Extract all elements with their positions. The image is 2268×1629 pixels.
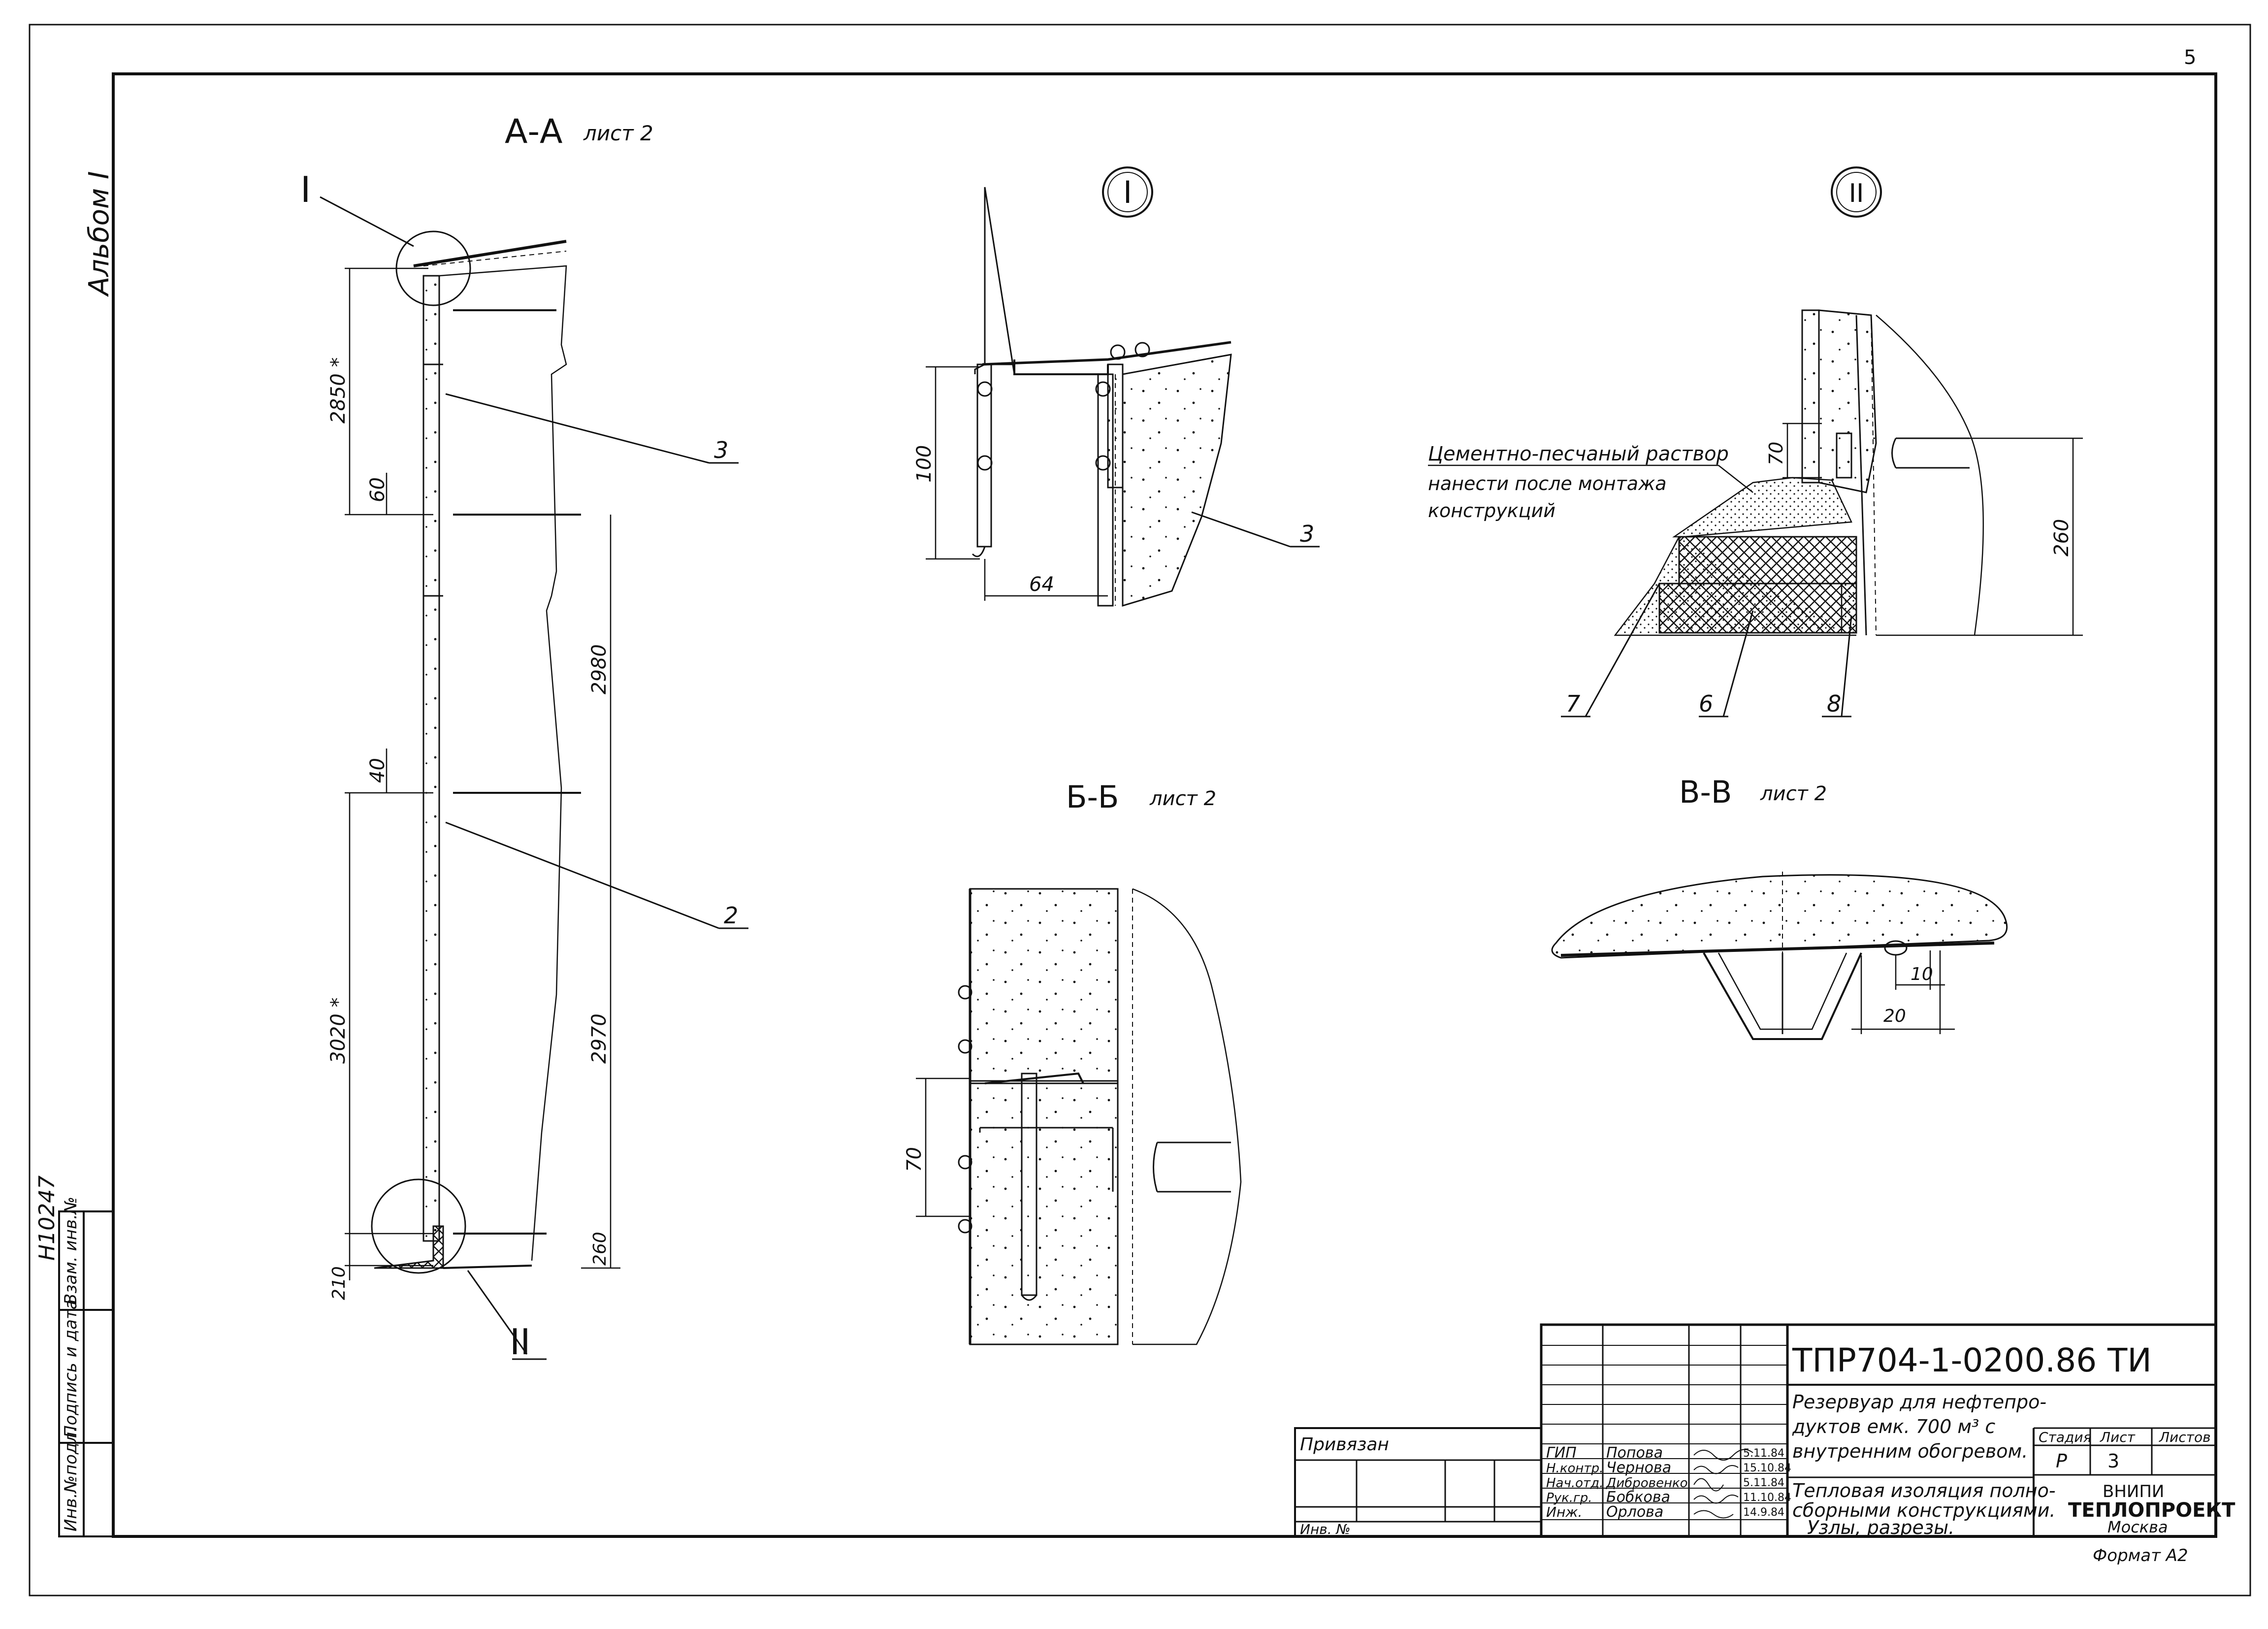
- signature-role: Н.контр.: [1546, 1461, 1603, 1476]
- sheet-title-line-1: Тепловая изоляция полно-: [1792, 1480, 2056, 1501]
- section-aa: А-А лист 2 I II 3 2: [300, 112, 748, 1363]
- stamp-signature-label: Подпись и дата: [61, 1299, 81, 1438]
- section-vv-title: В-В: [1679, 774, 1732, 810]
- section-bb: Б-Б лист 2 70: [903, 779, 1242, 1345]
- project-title-line-1: Резервуар для нефтепро-: [1792, 1391, 2046, 1413]
- dim-n1-100: 100: [913, 445, 936, 483]
- node-1-marker: I: [300, 169, 311, 210]
- signature-row: Рук.гр. Бобкова 11.10.84: [1546, 1489, 1791, 1506]
- inv-label: Инв. №: [1300, 1521, 1351, 1537]
- project-title-line-3: внутренним обогревом.: [1792, 1440, 2028, 1462]
- signature-date: 14.9.84: [1743, 1506, 1784, 1519]
- signature-name: Орлова: [1606, 1503, 1663, 1521]
- callout-item-3: 3: [714, 437, 728, 463]
- signature-date: 11.10.84: [1743, 1492, 1791, 1504]
- section-aa-sheet-ref: лист 2: [583, 121, 653, 145]
- signature-date: 15.10.84: [1743, 1462, 1791, 1474]
- node-2-title: II: [1849, 179, 1864, 208]
- signature-name: Дибровенко: [1606, 1476, 1688, 1491]
- node-2-circle: [371, 1178, 466, 1274]
- stage-header: Стадия: [2039, 1429, 2091, 1445]
- dim-vv-20: 20: [1883, 1006, 1906, 1026]
- signature-row: Инж. Орлова 14.9.84: [1546, 1503, 1784, 1521]
- dim-bb-70: 70: [903, 1147, 926, 1172]
- note-line-1: Цементно-песчаный раствор: [1428, 443, 1729, 465]
- stamp-inv-label: Инв.№подл.: [61, 1427, 81, 1531]
- node-2-callout-8: 8: [1827, 690, 1841, 717]
- title-block: Привязан Инв. № ТПР704-1-0200.86 ТИ Резе…: [1294, 1323, 2236, 1565]
- page-corner-number: 5: [2184, 46, 2196, 69]
- node-2-detail: II 70 260 Цементно-песчаный раствор нане…: [1428, 166, 2083, 717]
- dim-aa-60: 60: [366, 477, 389, 502]
- bound-label: Привязан: [1300, 1434, 1389, 1455]
- stamp-replace-label: Взам. инв.№: [61, 1197, 81, 1305]
- node-2-marker: II: [510, 1321, 530, 1363]
- sheets-header: Листов: [2159, 1429, 2211, 1445]
- section-vv: В-В лист 2 10 20: [1551, 774, 2008, 1040]
- signature-role: ГИП: [1546, 1444, 1577, 1462]
- inner-frame: [112, 72, 2217, 1538]
- document-code: ТПР704-1-0200.86: [1792, 1341, 2097, 1379]
- sheet-value: 3: [2107, 1450, 2119, 1472]
- dim-aa-2850: 2850 *: [327, 357, 350, 424]
- signature-name: Бобкова: [1606, 1489, 1670, 1506]
- org-line-1: ВНИПИ: [2103, 1482, 2164, 1501]
- dim-n2-260: 260: [2050, 519, 2073, 556]
- dim-aa-210: 210: [329, 1266, 349, 1300]
- node-1-title: I: [1123, 174, 1132, 210]
- album-label: Альбом I: [83, 171, 115, 297]
- dim-aa-2980: 2980: [588, 644, 611, 694]
- org-line-2: ТЕПЛОПРОЕКТ: [2068, 1499, 2236, 1522]
- node-2-callout-6: 6: [1699, 690, 1713, 717]
- signature-role: Инж.: [1546, 1504, 1582, 1520]
- inventory-number: Н10247: [34, 1175, 60, 1261]
- note-line-3: конструкций: [1428, 500, 1555, 521]
- signature-date: 5.11.84: [1743, 1477, 1784, 1489]
- project-title-line-2: дуктов емк. 700 м³ с: [1792, 1416, 1995, 1437]
- node-1-detail: I 100 64 3: [913, 166, 1320, 607]
- node-2-callout-7: 7: [1566, 690, 1580, 717]
- section-bb-sheet-ref: лист 2: [1149, 787, 1216, 810]
- side-stamp: Инв.№подл. Подпись и дата Взам. инв.№ Н1…: [34, 1175, 114, 1537]
- signature-name: Попова: [1606, 1444, 1663, 1462]
- section-bb-title: Б-Б: [1066, 779, 1119, 815]
- signature-row: ГИП Попова 5.11.84: [1546, 1444, 1784, 1462]
- signature-row: Н.контр. Чернова 15.10.84: [1546, 1459, 1791, 1476]
- org-line-3: Москва: [2107, 1518, 2168, 1536]
- dim-aa-2970: 2970: [588, 1013, 611, 1064]
- callout-item-2: 2: [724, 902, 738, 929]
- document-mark: ТИ: [2107, 1341, 2152, 1379]
- section-aa-title: А-А: [505, 112, 563, 151]
- signature-name: Чернова: [1606, 1459, 1671, 1476]
- dim-aa-260: 260: [590, 1232, 610, 1266]
- signature-date: 5.11.84: [1743, 1447, 1784, 1460]
- stage-value: Р: [2056, 1450, 2067, 1472]
- dim-aa-3020: 3020 *: [327, 997, 350, 1064]
- signature-row: Нач.отд. Дибровенко 5.11.84: [1546, 1476, 1784, 1492]
- sheet-header: Лист: [2100, 1429, 2136, 1445]
- dim-n1-64: 64: [1029, 573, 1054, 596]
- section-vv-sheet-ref: лист 2: [1760, 782, 1827, 805]
- signature-role: Нач.отд.: [1546, 1476, 1603, 1491]
- outer-frame: [29, 24, 2251, 1596]
- dim-vv-10: 10: [1911, 964, 1933, 984]
- sheet-title-line-3: Узлы, разрезы.: [1807, 1517, 1954, 1538]
- dim-n2-70: 70: [1765, 442, 1787, 465]
- signature-role: Рук.гр.: [1546, 1491, 1592, 1505]
- node-1-callout-3: 3: [1300, 521, 1314, 547]
- paper-format: Формат А2: [2093, 1546, 2188, 1565]
- sheet-title-line-2: сборными конструкциями.: [1792, 1499, 2056, 1521]
- note-line-2: нанести после монтажа: [1428, 473, 1667, 494]
- dim-aa-40: 40: [366, 758, 389, 783]
